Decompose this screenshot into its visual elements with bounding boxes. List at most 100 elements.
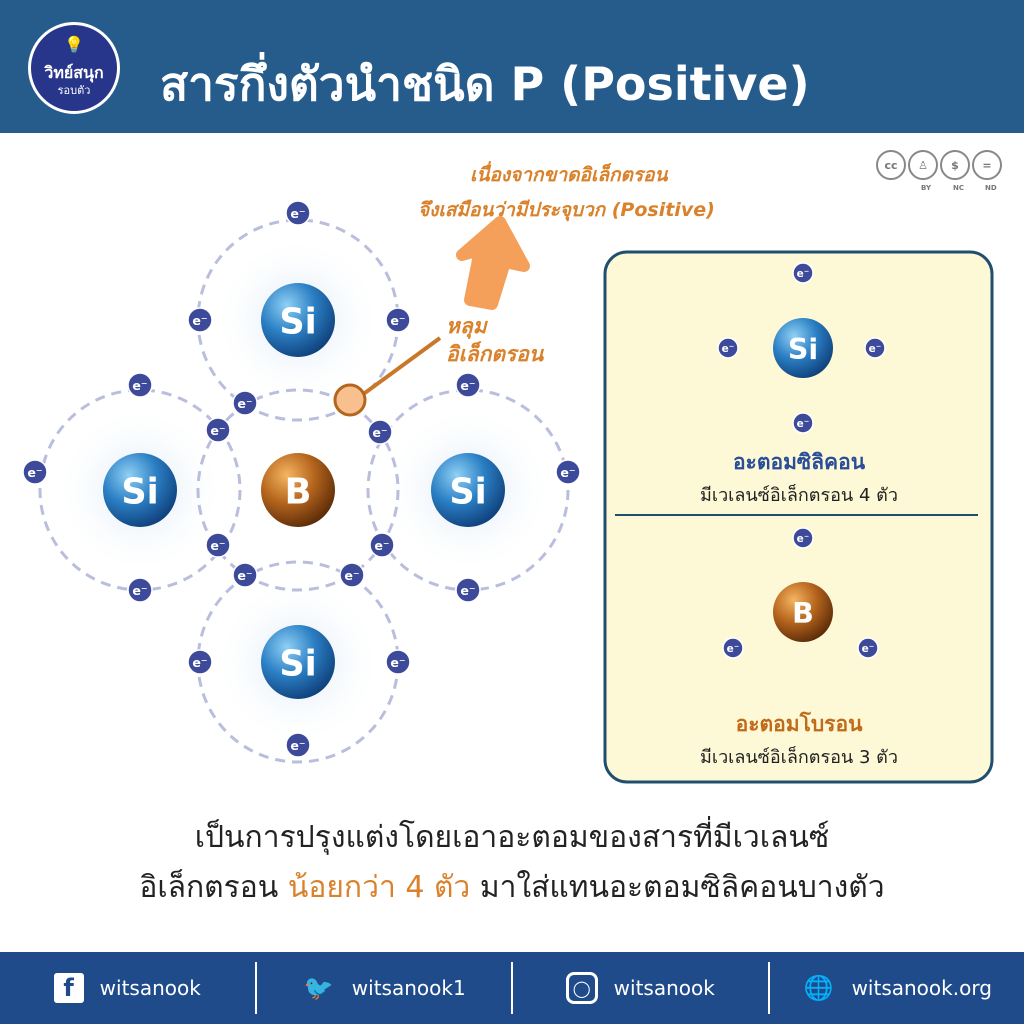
electron <box>187 649 213 675</box>
hole-label: หลุม อิเล็กตรอน <box>446 312 543 368</box>
instagram-icon: ◯ <box>565 972 598 1004</box>
electron <box>455 372 481 398</box>
boron-title: อะตอมโบรอน <box>735 712 863 736</box>
electron-label: e⁻ <box>210 538 225 553</box>
page-title: สารกึ่งตัวนำชนิด P (Positive) <box>160 57 810 111</box>
electron <box>187 307 213 333</box>
electron-label: e⁻ <box>560 465 575 480</box>
facebook-label: witsanook <box>99 976 201 1000</box>
electron <box>722 637 744 659</box>
electron <box>864 337 886 359</box>
boron-subtitle: มีเวเลนซ์อิเล็กตรอน 3 ตัว <box>700 747 898 768</box>
electron <box>232 562 258 588</box>
electron-label: e⁻ <box>132 583 147 598</box>
atom-info-panel <box>603 250 994 784</box>
electron <box>369 532 395 558</box>
electron-label: e⁻ <box>237 568 252 583</box>
electron-label: e⁻ <box>372 425 387 440</box>
silicon-atom <box>773 318 833 378</box>
electron-label: e⁻ <box>460 378 475 393</box>
atom-symbol: Si <box>279 643 316 684</box>
electron-label: e⁻ <box>460 583 475 598</box>
atom-symbol: Si <box>449 471 486 512</box>
electron <box>385 649 411 675</box>
electron-label: e⁻ <box>27 465 42 480</box>
electron <box>717 337 739 359</box>
facebook-icon: f <box>53 973 84 1003</box>
electron-label: e⁻ <box>862 643 875 655</box>
silicon-title: อะตอมซิลิคอน <box>732 450 866 474</box>
globe-icon: 🌐 <box>803 974 834 1002</box>
electron-label: e⁻ <box>869 343 882 355</box>
electron-label: e⁻ <box>344 568 359 583</box>
electron-hole <box>333 383 367 417</box>
electron-label: e⁻ <box>290 206 305 221</box>
logo-text: วิทย์สนุก <box>44 63 104 82</box>
electron-label: e⁻ <box>797 418 810 430</box>
electron <box>127 577 153 603</box>
hole-label-line1: หลุม <box>446 314 487 338</box>
atom-symbol: Si <box>121 471 158 512</box>
footer: f witsanook 🐦 witsanook1 ◯ witsanook 🌐 witsa… <box>0 952 1024 1024</box>
electron <box>127 372 153 398</box>
hole-label-line2: อิเล็กตรอน <box>446 342 544 366</box>
electron <box>232 390 258 416</box>
twitter-label: witsanook1 <box>351 976 466 1000</box>
cc-license-badge: cc ♙ $ = <box>876 150 1002 180</box>
silicon-atom <box>431 453 505 527</box>
instagram-link[interactable]: ◯ witsanook <box>513 962 770 1014</box>
electron <box>857 637 879 659</box>
atom-symbol: B <box>285 471 312 512</box>
lightbulb-icon: 💡 <box>64 35 84 54</box>
facebook-link[interactable]: f witsanook <box>0 962 257 1014</box>
electron-label: e⁻ <box>192 655 207 670</box>
silicon-atom <box>261 625 335 699</box>
by-icon: ♙ <box>908 150 938 180</box>
silicon-atom <box>261 283 335 357</box>
by-label: BY <box>921 184 932 192</box>
description-line2: อิเล็กตรอน น้อยกว่า 4 ตัว มาใส่แทนอะตอมซ… <box>0 864 1024 911</box>
electron-label: e⁻ <box>722 343 735 355</box>
electron-label: e⁻ <box>797 268 810 280</box>
electron <box>792 527 814 549</box>
twitter-link[interactable]: 🐦 witsanook1 <box>257 962 513 1014</box>
electron <box>792 412 814 434</box>
electron <box>205 417 231 443</box>
twitter-icon: 🐦 <box>303 974 334 1002</box>
hole-pointer-line <box>356 336 442 400</box>
desc-text: อิเล็กตรอน <box>139 870 288 905</box>
electron <box>385 307 411 333</box>
atom-symbol: Si <box>279 301 316 342</box>
up-arrow-icon <box>456 216 530 310</box>
electron-label: e⁻ <box>390 655 405 670</box>
electron-label: e⁻ <box>237 396 252 411</box>
logo: 💡 วิทย์สนุก รอบตัว <box>28 22 120 114</box>
electron <box>285 732 311 758</box>
electron-label: e⁻ <box>727 643 740 655</box>
nd-icon: = <box>972 150 1002 180</box>
website-label: witsanook.org <box>851 976 992 1000</box>
nc-icon: $ <box>940 150 970 180</box>
atom-symbol: B <box>792 597 814 630</box>
electron <box>339 562 365 588</box>
electron <box>555 459 581 485</box>
silicon-atom <box>103 453 177 527</box>
website-link[interactable]: 🌐 witsanook.org <box>770 962 1024 1014</box>
electron-label: e⁻ <box>210 423 225 438</box>
silicon-subtitle: มีเวเลนซ์อิเล็กตรอน 4 ตัว <box>700 485 898 506</box>
desc-text: มาใส่แทนอะตอมซิลิคอนบางตัว <box>470 870 885 905</box>
electron-label: e⁻ <box>290 738 305 753</box>
nd-label: ND <box>985 184 997 192</box>
instagram-label: witsanook <box>613 976 715 1000</box>
electron <box>367 419 393 445</box>
electron <box>792 262 814 284</box>
boron-atom <box>773 582 833 642</box>
electron-label: e⁻ <box>374 538 389 553</box>
nc-label: NC <box>953 184 964 192</box>
electron-label: e⁻ <box>132 378 147 393</box>
electron-label: e⁻ <box>192 313 207 328</box>
note-line1: เนื่องจากขาดอิเล็กตรอน <box>470 164 668 186</box>
description-line1: เป็นการปรุงแต่งโดยเอาอะตอมของสารที่มีเวเ… <box>194 820 830 855</box>
boron-atom <box>261 453 335 527</box>
